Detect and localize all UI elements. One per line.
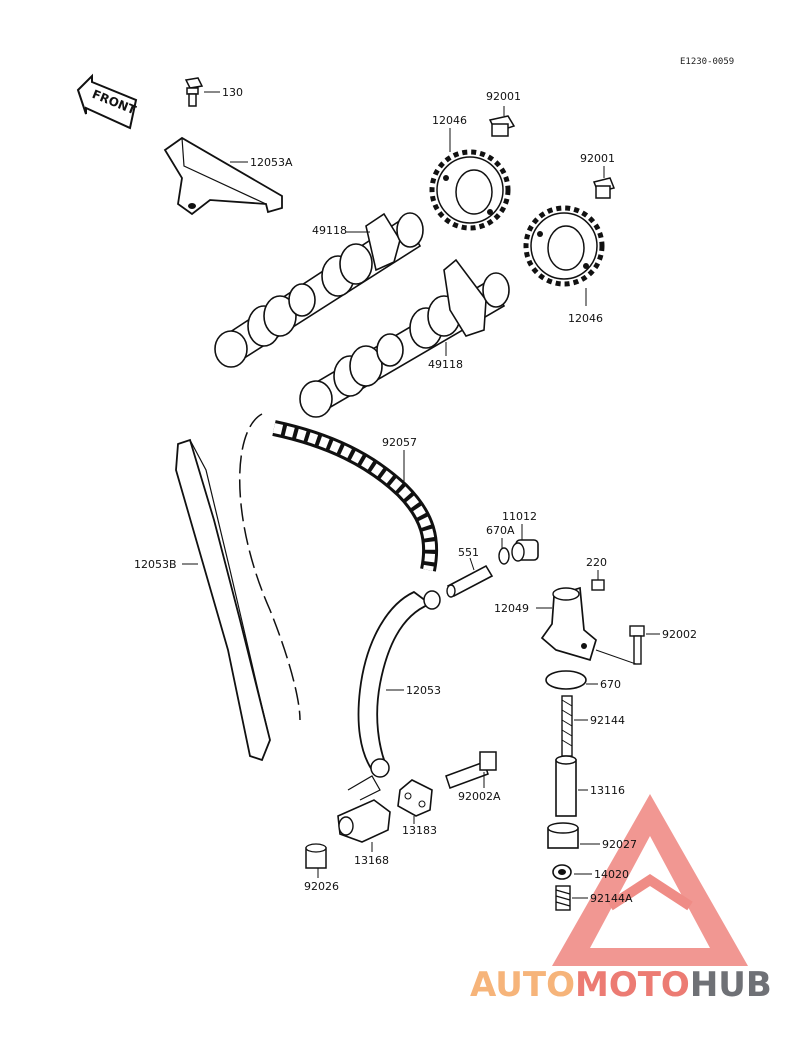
reference-code: E1230-0059 [680,57,734,67]
label-12046-lower: 12046 [568,312,603,325]
sprocket-12046-lower [523,205,605,306]
chain-guide-12053b [175,438,271,762]
label-92002: 92002 [662,628,697,641]
label-92002a: 92002A [458,790,501,803]
spring-92144a [555,885,588,911]
cap-bolt-11012 [511,524,539,562]
chain-guide-12053a [163,136,283,216]
label-12053: 12053 [406,684,441,697]
label-551: 551 [458,546,479,559]
sprocket-12046-upper [429,128,511,231]
tensioner-arm-12053 [357,590,441,778]
label-13183: 13183 [402,824,437,837]
ball-14020 [552,864,592,880]
label-92026: 92026 [304,880,339,893]
label-92057: 92057 [382,436,417,449]
label-12046-upper: 12046 [432,114,467,127]
camshaft-49118-lower [299,258,510,418]
label-92027: 92027 [602,838,637,851]
bolt-92001-lower [592,166,616,199]
label-12053b: 12053B [134,558,177,571]
bolt-220 [591,570,605,591]
label-14020: 14020 [594,868,629,881]
label-220: 220 [586,556,607,569]
label-130: 130 [222,86,243,99]
label-92144: 92144 [590,714,625,727]
label-92001-upper: 92001 [486,90,521,103]
pin-551 [446,557,494,598]
tensioner-body-12049 [536,586,597,662]
collar-92027 [547,822,600,849]
collar-92026 [305,843,327,878]
label-49118-upper: 49118 [312,224,347,237]
label-12053a: 12053A [250,156,293,169]
label-670a: 670A [486,524,515,537]
cam-chain-92057 [272,420,439,572]
o-ring-670a [498,538,510,565]
watermark-hub: HUB [690,965,772,1005]
automotohub-logo-triangle [552,794,748,966]
camshaft-49118-upper [214,212,424,368]
bolt-92001-upper [488,106,516,137]
label-12049: 12049 [494,602,529,615]
label-92001-lower: 92001 [580,152,615,165]
watermark-moto: MOTO [575,965,690,1005]
front-arrow-icon: FRONT [76,73,139,130]
sleeve-13116 [555,755,588,817]
o-ring-670 [545,670,598,690]
automotohub-watermark: AUTOMOTOHUB [470,965,772,1005]
label-13116: 13116 [590,784,625,797]
bolt-92002 [595,625,660,665]
bolt-130 [184,77,220,107]
label-49118-lower: 49118 [428,358,463,371]
label-670: 670 [600,678,621,691]
watermark-auto: AUTO [470,965,575,1005]
plate-13183 [397,779,433,824]
rod-92144 [561,695,588,757]
label-13168: 13168 [354,854,389,867]
label-11012: 11012 [502,510,537,523]
bolt-92002a [445,751,497,789]
sprocket-path-outline [238,413,301,721]
label-92144a: 92144A [590,892,633,905]
pivot-13168 [337,775,391,852]
